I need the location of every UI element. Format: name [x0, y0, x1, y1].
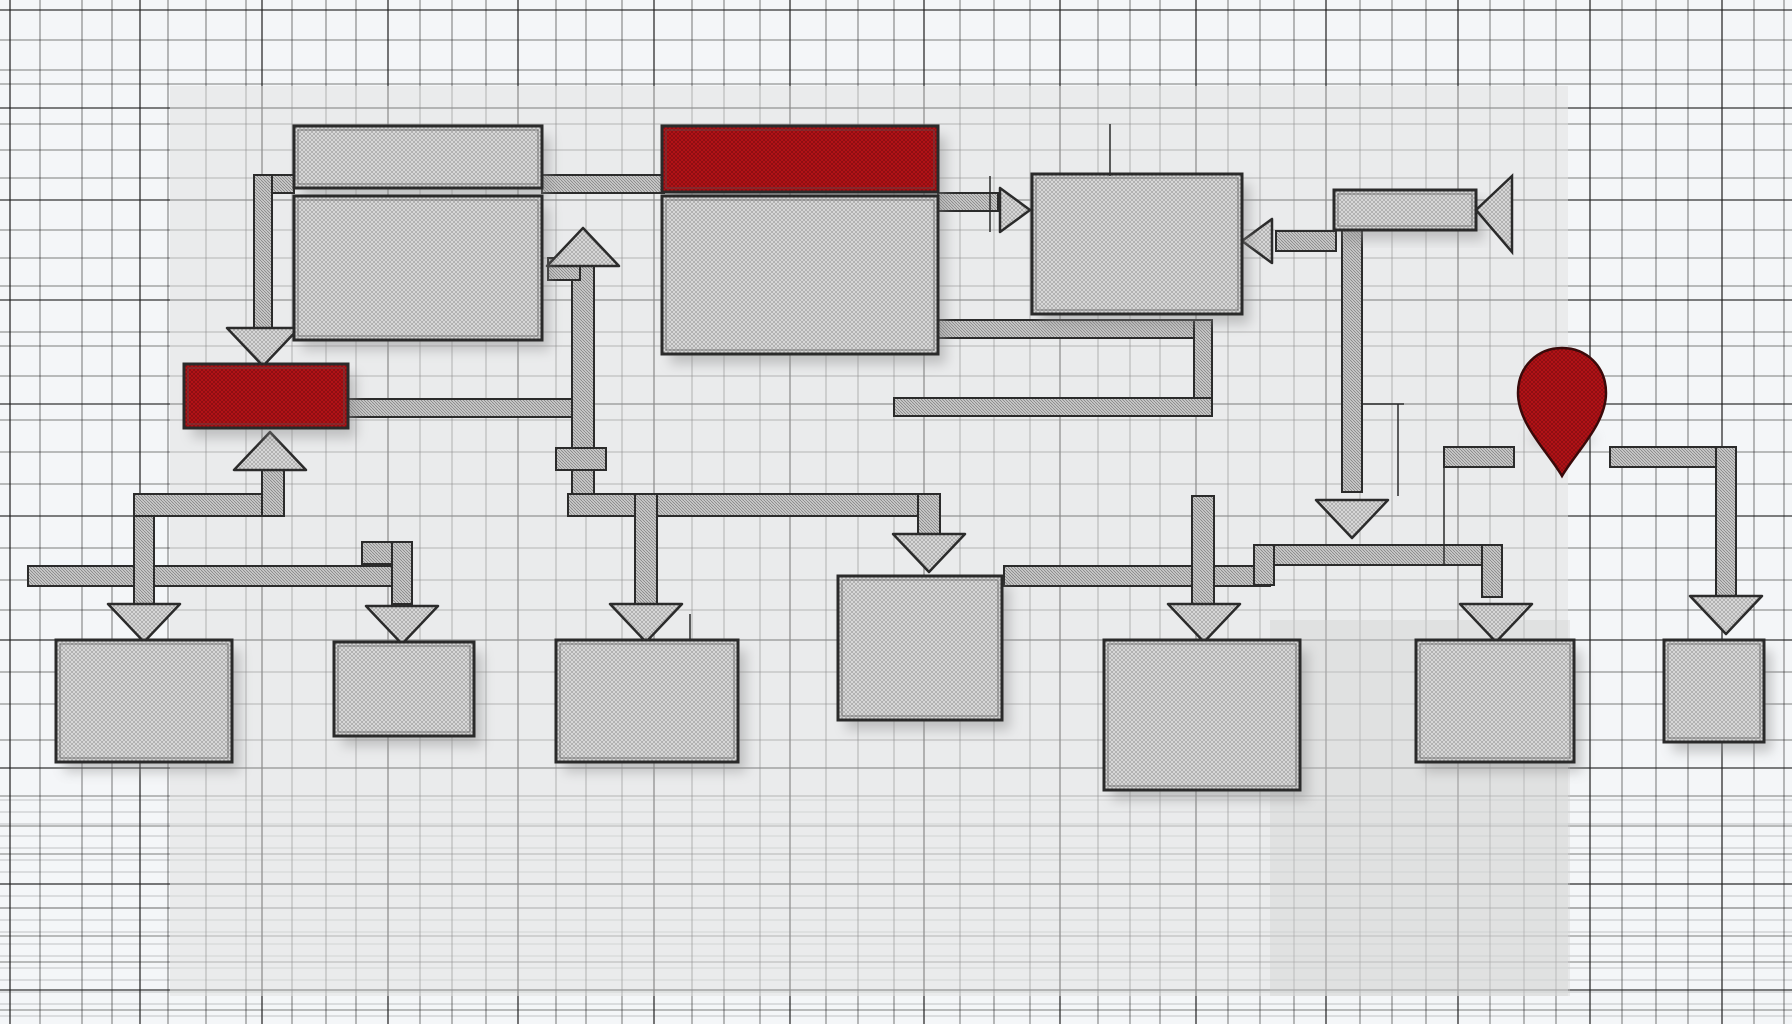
- connector-layer: [27, 174, 1737, 605]
- arrowhead: [1314, 498, 1390, 540]
- output-box-3: [554, 638, 746, 772]
- connector-pipe: [1275, 230, 1337, 252]
- connector-pipe: [347, 398, 574, 418]
- header-box-center: [660, 124, 946, 202]
- arrowhead: [545, 226, 621, 268]
- output-box-4: [836, 574, 1010, 730]
- node-layer: [54, 124, 1772, 800]
- arrowhead: [608, 602, 684, 644]
- connector-pipe: [1341, 229, 1363, 493]
- connector-pipe: [937, 192, 999, 212]
- connector-pipe: [391, 541, 413, 605]
- input-bar-right: [1332, 188, 1484, 240]
- arrowhead: [364, 604, 440, 646]
- connector-pipe: [1481, 544, 1503, 598]
- sketch-lines: [689, 124, 1445, 640]
- arrowhead: [225, 326, 301, 368]
- process-box-center: [660, 194, 946, 364]
- output-box-2: [332, 640, 482, 746]
- connector-pipe: [1253, 544, 1503, 566]
- header-box-left: [292, 124, 550, 198]
- arrowhead: [232, 430, 308, 472]
- output-box-6: [1414, 638, 1582, 772]
- connector-pipe: [1003, 565, 1271, 587]
- output-box-1: [54, 638, 240, 772]
- arrowhead: [998, 186, 1032, 234]
- connector-pipe: [1191, 495, 1215, 605]
- connector-pipe: [261, 469, 285, 517]
- connector-pipe: [1715, 446, 1737, 598]
- connector-pipe: [27, 565, 409, 587]
- connector-pipe: [253, 174, 273, 344]
- connector-pipe: [893, 397, 1213, 417]
- connector-pipe: [555, 447, 607, 471]
- arrowhead: [1240, 217, 1274, 265]
- arrowhead: [891, 532, 967, 574]
- connector-pipe: [541, 174, 665, 194]
- output-box-7: [1662, 638, 1772, 752]
- decision-box-red: [182, 362, 356, 438]
- output-box-5: [1102, 638, 1308, 800]
- arrowhead: [106, 602, 182, 644]
- arrowhead-layer: [106, 186, 1764, 646]
- process-box-right: [1030, 172, 1250, 324]
- input-arrow-left: [1474, 173, 1514, 256]
- arrowhead: [1166, 602, 1242, 644]
- connector-pipe: [1443, 446, 1515, 468]
- connector-pipe: [567, 493, 941, 517]
- process-box-left: [292, 194, 550, 350]
- map-pin-icon: [1516, 346, 1608, 479]
- arrowhead: [1458, 602, 1534, 644]
- arrowhead: [1688, 594, 1764, 636]
- connector-pipe: [634, 493, 658, 605]
- connector-pipe: [1253, 544, 1275, 586]
